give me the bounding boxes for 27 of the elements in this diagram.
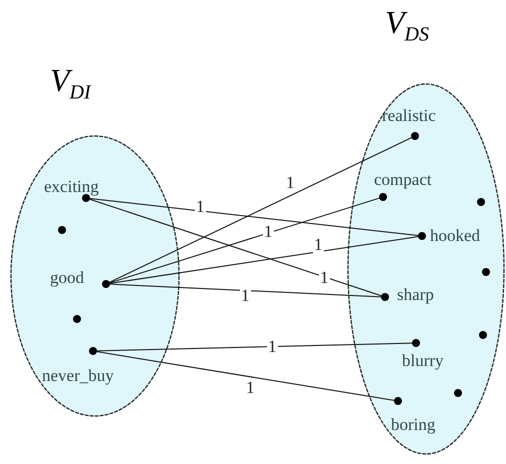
edge-label: 1 (195, 198, 206, 215)
edge-label: 1 (240, 287, 250, 304)
term-label: boring (391, 415, 436, 435)
term-label: compact (374, 170, 432, 190)
connector-line (96, 351, 395, 401)
connector-line (109, 236, 419, 284)
term-label: sharp (397, 285, 434, 305)
term-label: blurry (402, 351, 444, 371)
set-title: V$_{DS}$ (385, 3, 429, 48)
edge-label: 1 (245, 379, 256, 396)
edge-label: 1 (263, 223, 274, 240)
edge-label: 1 (319, 269, 330, 286)
term-label: exciting (44, 177, 99, 197)
connector-line (89, 198, 419, 236)
term-label: good (50, 268, 84, 288)
connector-line (96, 342, 412, 352)
edge-label: 1 (285, 174, 296, 191)
connector-line (109, 137, 412, 283)
edge-label: 1 (313, 236, 324, 253)
connector-line (110, 284, 382, 298)
set-title: V$_{DI}$ (50, 61, 91, 106)
connector-line (89, 198, 382, 296)
term-label: hooked (430, 226, 480, 246)
connector-line (109, 198, 380, 284)
term-label: realistic (382, 106, 436, 126)
edge-label: 1 (267, 338, 278, 355)
term-label: never_buy (42, 366, 114, 386)
